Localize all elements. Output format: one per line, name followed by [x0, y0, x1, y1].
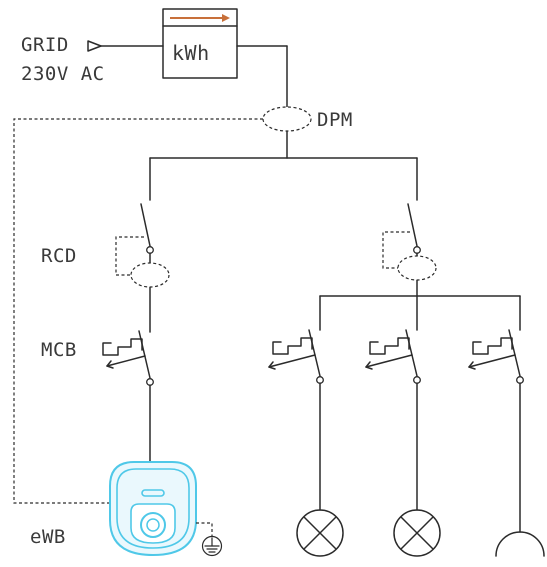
current-transformer-icon [130, 262, 170, 288]
mcb-icon [365, 295, 421, 511]
switch-icon [407, 203, 421, 254]
grid-arrow-icon [87, 40, 164, 52]
dpm-label: DPM [317, 109, 353, 131]
kwh-meter-icon [162, 8, 238, 79]
grid-label: GRID [21, 34, 69, 56]
rcd-label: RCD [41, 245, 77, 267]
mcb-icon [468, 295, 524, 533]
mcb-icon [268, 295, 324, 511]
current-transformer-icon [262, 106, 312, 132]
current-transformer-icon [397, 255, 437, 281]
lamp-icon [296, 509, 344, 557]
rcd-trip-link [115, 236, 144, 276]
rcd-trip-link [382, 231, 410, 269]
voltage-label: 230V AC [21, 63, 105, 85]
ewb-label: eWB [30, 526, 66, 548]
charger-icon [109, 461, 197, 557]
mcb-icon [102, 330, 154, 386]
lamp-icon [393, 509, 441, 557]
ground-icon [196, 522, 223, 557]
dpm-signal-line [13, 118, 263, 504]
socket-icon [495, 531, 545, 557]
meter-label: kWh [172, 41, 210, 65]
mcb-label: MCB [41, 339, 77, 361]
switch-icon [140, 203, 154, 254]
